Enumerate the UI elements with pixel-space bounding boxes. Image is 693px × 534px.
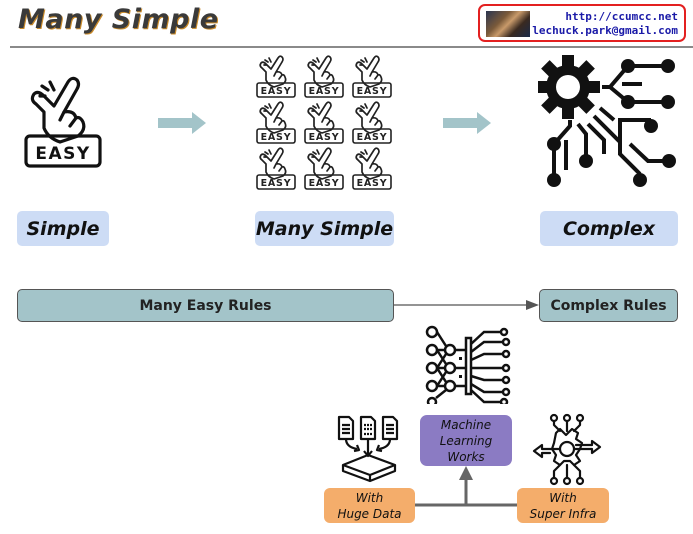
huge-data-line-1: With [355, 490, 384, 505]
ml-line-2: Learning [439, 433, 493, 448]
machine-learning-box: Machine Learning Works [420, 415, 512, 466]
small-easy-text: EASY [309, 178, 340, 189]
small-easy-text: EASY [309, 132, 340, 143]
super-infra-box: With Super Infra [517, 488, 609, 523]
small-easy-hand-icon: EASY [352, 55, 392, 98]
arrow-right-icon [158, 112, 206, 134]
huge-data-box: With Huge Data [324, 488, 415, 523]
small-easy-hand-icon: EASY [304, 55, 344, 98]
credit-email[interactable]: lechuck.park@gmail.com [532, 24, 678, 37]
small-easy-text: EASY [357, 132, 388, 143]
ml-line-3: Works [447, 449, 485, 464]
small-easy-hand-icon: EASY [256, 101, 296, 144]
small-easy-hand-icon: EASY [256, 55, 296, 98]
small-easy-hand-icon: EASY [352, 101, 392, 144]
super-infra-line-1: With [549, 490, 577, 505]
arrow-right-icon [443, 112, 491, 134]
easy-hand-grid-icon: EASY EASY EASY EASY EASY EASY EASY EASY EASY [254, 54, 398, 190]
credit-box: http://ccumcc.net lechuck.park@gmail.com [478, 4, 686, 42]
small-easy-text: EASY [261, 132, 292, 143]
small-easy-text: EASY [357, 86, 388, 97]
connector-arrow [394, 298, 540, 312]
easy-text: EASY [35, 144, 90, 164]
stage-label-many-simple: Many Simple [255, 211, 394, 246]
stage-label-complex: Complex [540, 211, 678, 246]
stage-label-simple: Simple [17, 211, 109, 246]
data-merge-icon [337, 415, 405, 485]
gear-circuit-icon [538, 54, 678, 188]
complex-rules-box: Complex Rules [539, 289, 678, 322]
small-easy-hand-icon: EASY [256, 147, 296, 190]
many-easy-rules-box: Many Easy Rules [17, 289, 394, 322]
small-easy-hand-icon: EASY [352, 147, 392, 190]
small-easy-text: EASY [357, 178, 388, 189]
neural-network-icon [422, 324, 512, 404]
small-easy-text: EASY [261, 178, 292, 189]
huge-data-line-2: Huge Data [337, 506, 402, 521]
author-photo [486, 11, 530, 37]
ml-line-1: Machine [440, 417, 492, 432]
title-divider [10, 46, 693, 48]
small-easy-hand-icon: EASY [304, 147, 344, 190]
convergence-connector [415, 466, 519, 508]
small-easy-text: EASY [261, 86, 292, 97]
small-easy-text: EASY [309, 86, 340, 97]
super-infra-line-2: Super Infra [529, 506, 597, 521]
credit-url[interactable]: http://ccumcc.net [565, 10, 678, 23]
easy-hand-icon: EASY [20, 72, 106, 170]
small-easy-hand-icon: EASY [304, 101, 344, 144]
infra-gear-icon [532, 413, 602, 489]
page-title: Many Simple [18, 4, 219, 35]
